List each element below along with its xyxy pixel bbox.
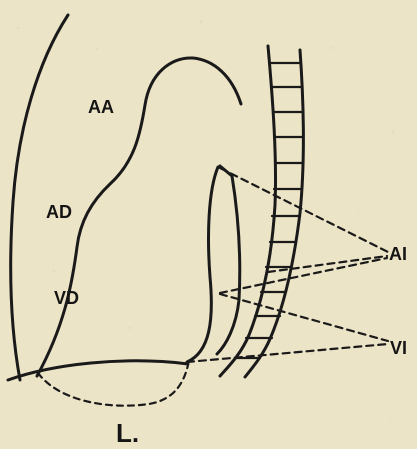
left-atrium-edge [217, 166, 240, 354]
label-ai: AI [389, 244, 407, 264]
ai-lower-pointer [220, 258, 387, 293]
ai-upper-pointer [220, 168, 388, 252]
left-ventricle-outline [187, 167, 218, 362]
base-curve [8, 361, 188, 380]
vi-upper-pointer [220, 294, 388, 341]
label-aa: AA [88, 97, 114, 117]
label-vi: VI [390, 338, 407, 358]
figure-caption: L. [116, 418, 139, 448]
label-ad: AD [46, 202, 72, 222]
label-vd: VD [54, 288, 79, 308]
dashed-base-contour [38, 365, 188, 406]
